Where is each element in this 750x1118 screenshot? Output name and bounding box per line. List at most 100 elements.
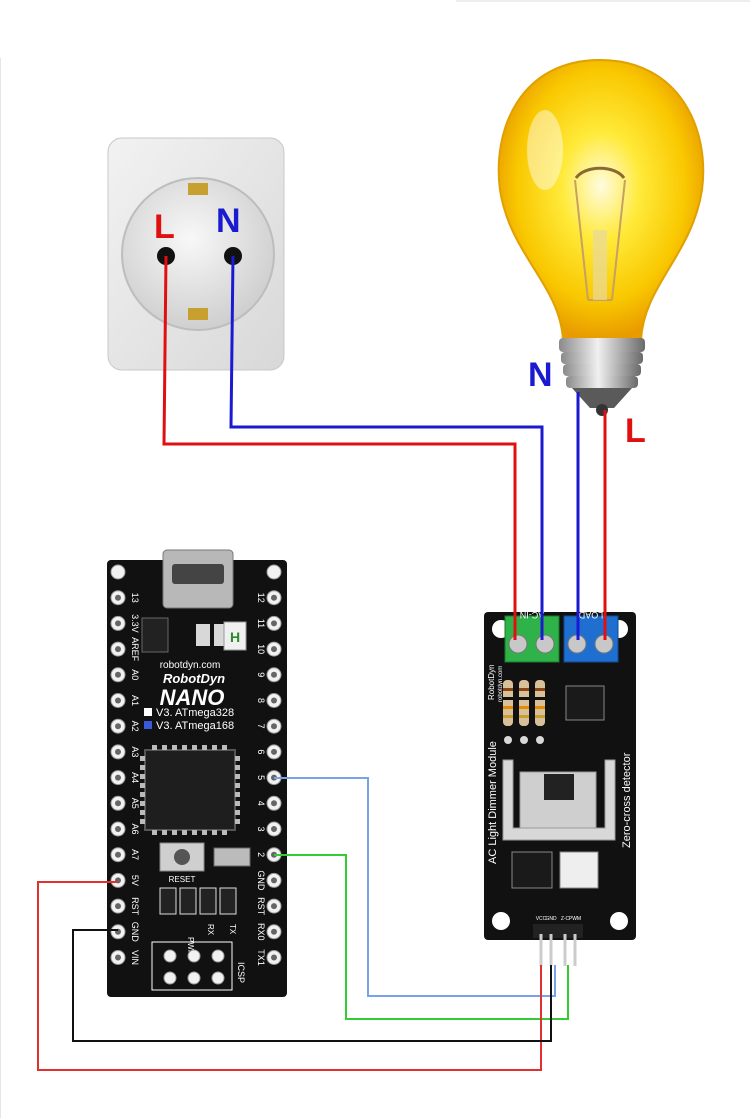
dimmer-pin-label: GND xyxy=(545,916,557,922)
nano-pin-label: 6 xyxy=(256,749,266,754)
voltage-regulator xyxy=(141,617,169,653)
led-rx-label: RX xyxy=(206,924,215,936)
pin-hole-center xyxy=(271,671,277,678)
nano-chip-1: V3. ATmega328 xyxy=(156,707,234,719)
resistor-pad xyxy=(536,736,544,744)
icsp-hole xyxy=(163,971,177,985)
chip-pin xyxy=(212,745,217,750)
nano-pin-label: RX0 xyxy=(256,923,266,941)
nano-model: NANO xyxy=(160,685,225,710)
pin-hole-center xyxy=(271,594,277,601)
mount-hole xyxy=(492,912,510,930)
chip-pin xyxy=(140,756,145,761)
dimmer-pin xyxy=(539,934,543,966)
pin-hole-center xyxy=(115,800,121,807)
pin-hole xyxy=(266,564,282,580)
icsp-hole xyxy=(187,949,201,963)
chip-pin xyxy=(235,774,240,779)
resistors xyxy=(503,680,545,744)
pin-hole-center xyxy=(115,954,121,961)
resistor-band xyxy=(535,688,545,691)
outlet-label-n: N xyxy=(216,202,241,240)
chip-pin xyxy=(202,745,207,750)
bulb-base-ring xyxy=(559,338,645,352)
chip-pin xyxy=(235,801,240,806)
pin-hole-center xyxy=(271,877,277,884)
terminal-screw[interactable] xyxy=(535,634,555,654)
atmega-chip xyxy=(144,749,236,831)
pin-hole-center xyxy=(115,851,121,858)
icsp-hole xyxy=(211,971,225,985)
wire-pwm xyxy=(274,777,556,997)
nano-brand: RobotDyn xyxy=(163,671,225,686)
chip-select-square-168 xyxy=(144,721,152,729)
reset-label: RESET xyxy=(169,875,196,884)
pin-hole-center xyxy=(271,826,277,832)
nano-pin-label: 7 xyxy=(256,724,266,729)
outlet-ground-clip-top xyxy=(188,183,208,195)
led-l xyxy=(159,887,177,915)
dimmer-brand: RobotDyn xyxy=(487,664,496,700)
chip-pin xyxy=(235,783,240,788)
bulb-base-ring xyxy=(561,352,643,364)
bulb-base-tip xyxy=(572,388,632,408)
pin-hole-center xyxy=(271,800,277,807)
chip-pin xyxy=(140,801,145,806)
bulb-filament xyxy=(574,166,626,180)
chip-pin xyxy=(235,810,240,815)
icsp-outline xyxy=(151,941,233,991)
wall-outlet: L N xyxy=(107,137,285,371)
outlet-socket xyxy=(121,177,275,331)
chip-pin xyxy=(235,756,240,761)
pin-hole-center xyxy=(115,748,121,755)
resistor xyxy=(503,680,513,726)
nano-pin-label: 3 xyxy=(256,826,266,831)
pin-hole-center xyxy=(271,903,277,910)
smd-switch xyxy=(213,847,251,867)
led-tx xyxy=(219,887,237,915)
dimmer-zc-label: Zero-cross detector xyxy=(621,752,633,848)
icsp-hole xyxy=(187,971,201,985)
led-rx xyxy=(199,887,217,915)
dimmer-pin xyxy=(549,934,553,966)
pin-hole-center xyxy=(271,748,277,755)
nano-pin-label: RST xyxy=(256,897,266,916)
chip-pin xyxy=(222,830,227,835)
chip-pin xyxy=(140,810,145,815)
chip-pin xyxy=(235,819,240,824)
pin-hole-center xyxy=(271,928,277,935)
terminal-screw[interactable] xyxy=(508,634,528,654)
nano-pin-label: A1 xyxy=(130,695,140,706)
optocoupler xyxy=(511,851,553,889)
crystal xyxy=(223,621,247,651)
pin-hole-center xyxy=(115,671,121,678)
resistor-pad xyxy=(520,736,528,744)
reset-button-cap[interactable] xyxy=(174,849,190,865)
usb-port xyxy=(172,564,224,584)
nano-pin-label: 2 xyxy=(256,852,266,857)
light-bulb: N L xyxy=(497,58,705,450)
nano-left-pin-header xyxy=(110,564,126,965)
nano-pin-label: GND xyxy=(130,922,140,943)
resistor-band xyxy=(519,688,529,691)
resistor xyxy=(535,680,545,726)
resistor-band xyxy=(535,706,545,709)
chip-select-square-328 xyxy=(144,708,152,716)
ac-dimmer-module: AC-IN LOAD RobotDyn robotdyn.com AC Ligh… xyxy=(484,610,636,966)
optocoupler xyxy=(559,851,599,889)
chip-pin xyxy=(140,819,145,824)
chip-pin xyxy=(182,745,187,750)
nano-pin-label: A7 xyxy=(130,849,140,860)
resistor-band xyxy=(503,706,513,709)
pin-hole-center xyxy=(115,826,121,832)
pin-hole-center xyxy=(271,697,277,704)
chip-pin xyxy=(182,830,187,835)
chip-pin xyxy=(140,783,145,788)
nano-pin-label: A4 xyxy=(130,772,140,783)
chip-pin xyxy=(192,745,197,750)
nano-pin-label: VIN xyxy=(130,950,140,965)
pin-hole-center xyxy=(115,903,121,910)
